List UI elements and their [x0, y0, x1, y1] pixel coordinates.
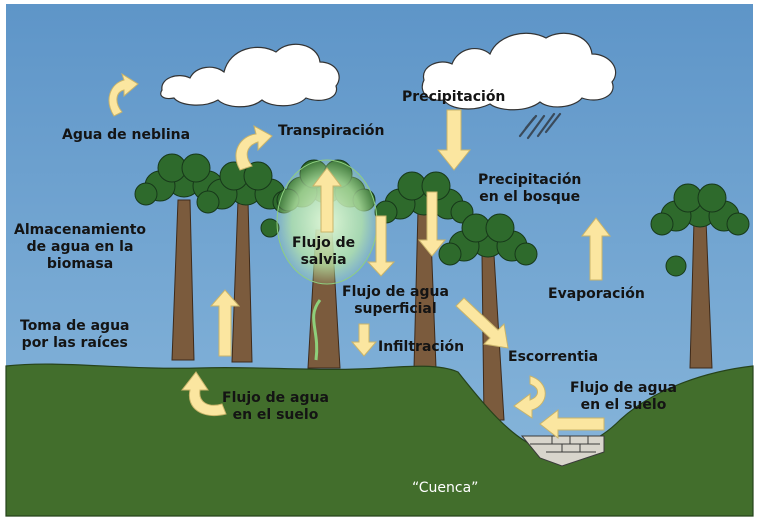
label-transpiracion: Transpiración: [278, 123, 385, 140]
label-cuenca: “Cuenca”: [412, 480, 478, 497]
label-agua-de-neblina: Agua de neblina: [62, 127, 190, 144]
label-infiltracion: Infiltración: [378, 339, 464, 356]
label-toma-de-agua: Toma de agua por las raíces: [20, 318, 130, 352]
label-flujo-suelo-right: Flujo de agua en el suelo: [570, 380, 677, 414]
label-precipitacion: Precipitación: [402, 89, 505, 106]
label-almacenamiento: Almacenamiento de agua en la biomasa: [14, 222, 146, 273]
label-escorrentia: Escorrentia: [508, 349, 598, 366]
label-flujo-de-salvia: Flujo de salvia: [292, 235, 355, 269]
label-precipitacion-bosque: Precipitación en el bosque: [478, 172, 581, 206]
label-flujo-suelo-left: Flujo de agua en el suelo: [222, 390, 329, 424]
label-flujo-superficial: Flujo de agua superficial: [342, 284, 449, 318]
label-evaporacion: Evaporación: [548, 286, 645, 303]
